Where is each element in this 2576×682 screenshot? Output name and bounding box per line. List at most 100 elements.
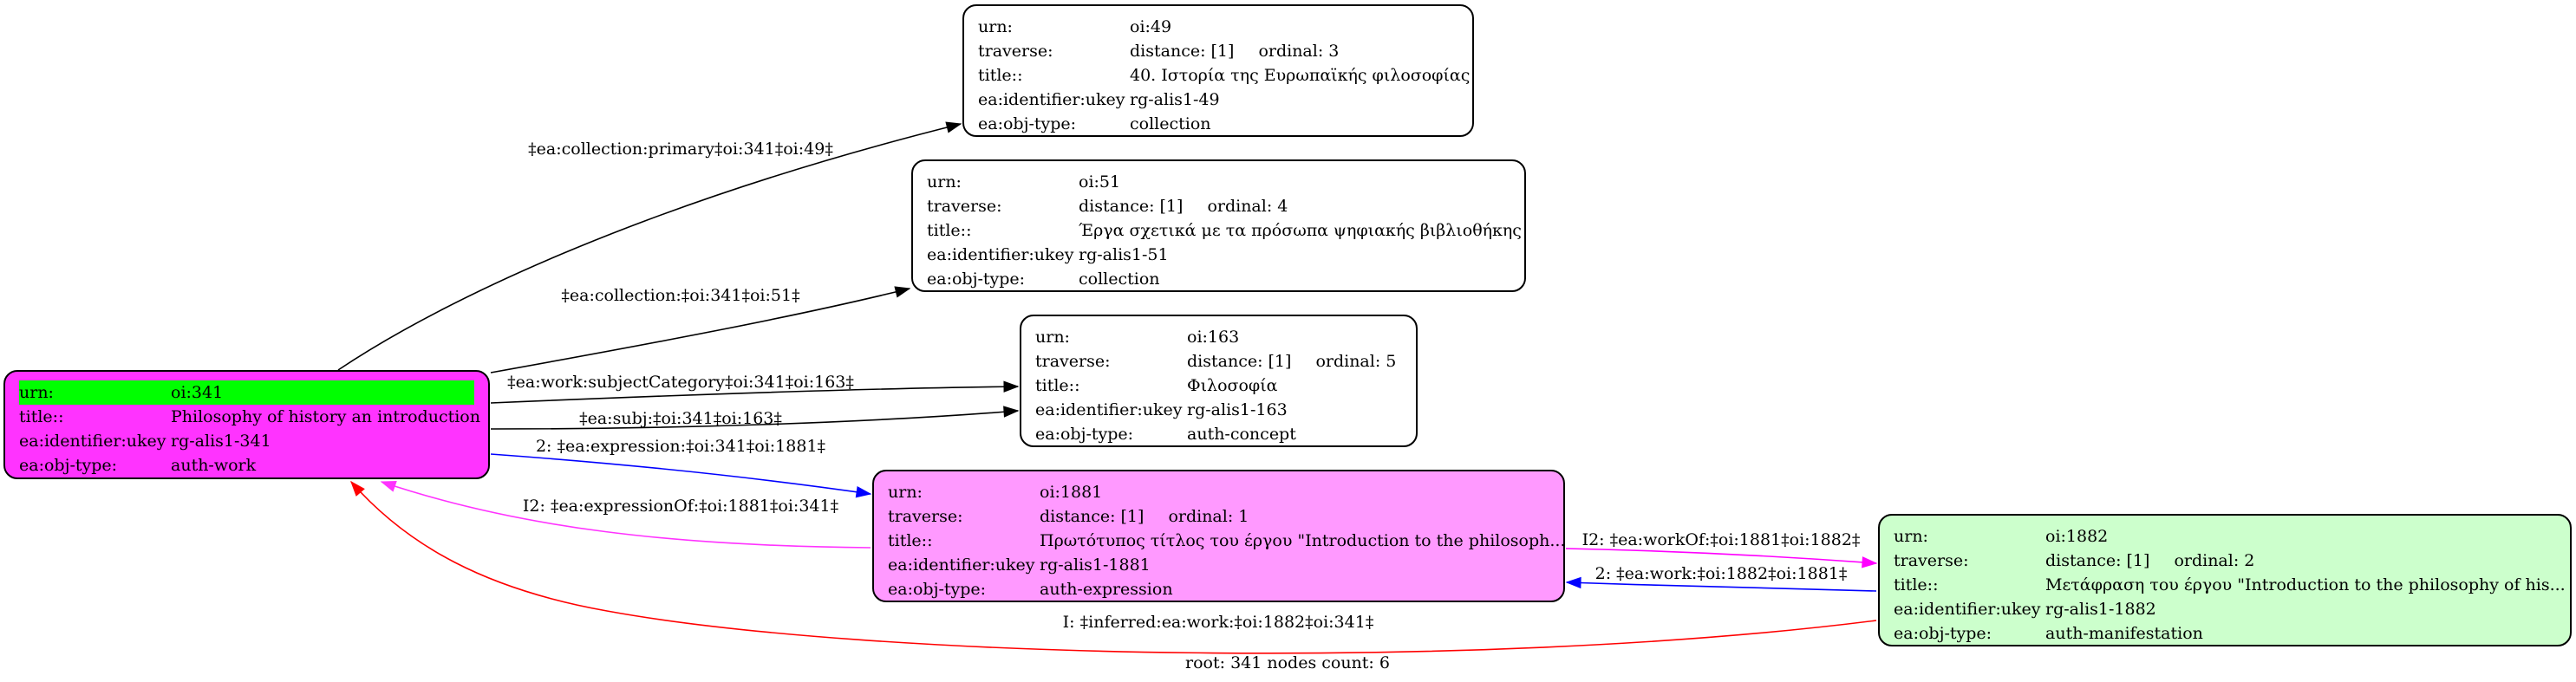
value-objtype: auth-concept [1187, 425, 1296, 444]
value-urn: oi:1882 [2045, 527, 2109, 546]
node-row-traverse: traverse: distance: [1]ordinal: 3 [978, 39, 1458, 63]
key-ukey: ea:identifier:ukey [978, 90, 1125, 109]
arrowhead-e49 [945, 121, 962, 133]
node-oi-1881[interactable]: urn: oi:1881 traverse: distance: [1] ordi… [872, 470, 1566, 602]
node-row-urn: urn: oi:1882 [1894, 524, 2556, 549]
value-title: Μετάφραση του έργου "Introduction to the… [2045, 575, 2566, 594]
edge-e163b [490, 410, 1019, 430]
key-title: title:: [978, 66, 1023, 85]
value-traverse: distance: [1]ordinal: 3 [1130, 39, 1458, 63]
node-row-ukey: ea:identifier:ukey rg-alis1-51 [927, 243, 1510, 267]
value-ordinal: ordinal: 4 [1207, 197, 1288, 216]
value-distance: distance: [1] [1130, 42, 1235, 61]
key-urn: urn: [978, 17, 1013, 36]
graph-footer: root: 341 nodes count: 6 [1185, 653, 1390, 672]
key-objtype: ea:obj-type: [927, 270, 1026, 289]
value-urn: oi:1881 [1040, 483, 1103, 502]
key-traverse: traverse: [1894, 551, 1969, 570]
arrowhead-eWorkOf [1862, 556, 1878, 568]
node-row-urn: urn: oi:51 [927, 170, 1510, 194]
value-objtype: collection [1130, 114, 1211, 133]
key-title: title:: [1894, 575, 1939, 594]
value-title: Philosophy of history an introduction [171, 407, 480, 426]
value-traverse: distance: [1] ordinal: 2 [2045, 549, 2556, 573]
node-row-traverse: traverse: distance: [1]ordinal: 4 [927, 194, 1510, 218]
node-row-objtype: ea:obj-type: auth-manifestation [1894, 621, 2556, 646]
value-title: Φιλοσοφία [1187, 376, 1278, 395]
key-urn: urn: [888, 483, 923, 502]
node-row-objtype: ea:obj-type: collection [927, 267, 1510, 291]
value-distance: distance: [1] [1187, 352, 1292, 371]
key-traverse: traverse: [978, 42, 1053, 61]
key-objtype: ea:obj-type: [1894, 624, 1992, 643]
value-distance: distance: [1] [2045, 551, 2150, 570]
edge-label-subject-category: ‡ea:work:subjectCategory‡oi:341‡oi:163‡ [507, 373, 854, 392]
arrowhead-eWork [1565, 576, 1581, 589]
node-row-objtype: ea:obj-type: auth-concept [1035, 422, 1402, 446]
value-distance: distance: [1] [1079, 197, 1184, 216]
node-oi-51[interactable]: urn: oi:51 traverse: distance: [1]ordina… [911, 159, 1526, 292]
edge-eInferred [350, 481, 1877, 654]
node-row-title: title:: Φιλοσοφία [1035, 373, 1402, 398]
key-ukey: ea:identifier:ukey [888, 555, 1035, 575]
key-urn: urn: [19, 380, 171, 405]
key-traverse: traverse: [1035, 352, 1111, 371]
edge-label-work: 2: ‡ea:work:‡oi:1882‡oi:1881‡ [1595, 564, 1848, 583]
value-ukey: rg-alis1-163 [1187, 400, 1288, 419]
node-row-title: title:: 40. Ιστορία της Ευρωπαϊκής φιλοσ… [978, 63, 1470, 88]
edge-label-collection-primary: ‡ea:collection:primary‡oi:341‡oi:49‡ [528, 140, 833, 159]
node-row-ukey: ea:identifier:ukey rg-alis1-163 [1035, 398, 1402, 422]
node-row-ukey: ea:identifier:ukey rg-alis1-1881 [888, 553, 1549, 577]
arrowhead-eInferred [350, 480, 365, 497]
value-ukey: rg-alis1-49 [1130, 90, 1220, 109]
value-ordinal: ordinal: 1 [1168, 507, 1249, 526]
arrowhead-e51 [894, 286, 911, 298]
node-row-ukey: ea:identifier:ukey rg-alis1-1882 [1894, 597, 2556, 621]
edge-eExprOf [381, 481, 871, 549]
value-urn: oi:341 [171, 380, 474, 405]
value-ordinal: ordinal: 2 [2174, 551, 2255, 570]
edge-e49 [337, 123, 962, 371]
node-oi-1882[interactable]: urn: oi:1882 traverse: distance: [1] ordi… [1878, 514, 2572, 646]
edge-label-work-of: I2: ‡ea:workOf:‡oi:1881‡oi:1882‡ [1581, 530, 1861, 549]
value-distance: distance: [1] [1040, 507, 1145, 526]
node-row-traverse: traverse: distance: [1] ordinal: 2 [1894, 549, 2556, 573]
value-urn: oi:49 [1130, 17, 1172, 36]
value-title: Έργα σχετικά με τα πρόσωπα ψηφιακής βιβλ… [1079, 221, 1522, 240]
node-oi-341[interactable]: urn: oi:341 title:: Philosophy of histor… [3, 370, 490, 479]
value-objtype: auth-manifestation [2045, 624, 2203, 643]
node-row-ukey: ea:identifier:ukey rg-alis1-341 [19, 429, 474, 453]
value-objtype: auth-work [171, 456, 257, 475]
node-row-urn: urn: oi:163 [1035, 325, 1402, 349]
edge-label-expression: 2: ‡ea:expression:‡oi:341‡oi:1881‡ [535, 437, 826, 456]
value-ukey: rg-alis1-51 [1079, 245, 1169, 264]
edge-e51 [490, 288, 910, 373]
node-row-urn: urn: oi:1881 [888, 480, 1549, 504]
key-traverse: traverse: [888, 507, 963, 526]
key-objtype: ea:obj-type: [888, 580, 987, 599]
key-title: title:: [888, 531, 933, 550]
node-row-title: title:: Philosophy of history an introdu… [19, 405, 480, 429]
edge-eWork [1566, 581, 1877, 592]
edge-label-expression-of: I2: ‡ea:expressionOf:‡oi:1881‡oi:341‡ [522, 497, 839, 516]
key-title: title:: [19, 407, 64, 426]
value-title: Πρωτότυπος τίτλος του έργου "Introductio… [1040, 531, 1566, 550]
node-row-traverse: traverse: distance: [1] ordinal: 1 [888, 504, 1549, 529]
edge-e163a [490, 386, 1019, 404]
node-row-objtype: ea:obj-type: collection [978, 112, 1458, 136]
value-urn: oi:163 [1187, 328, 1240, 347]
edge-eWorkOf [1565, 548, 1877, 564]
key-objtype: ea:obj-type: [978, 114, 1077, 133]
arrowhead-e1881 [855, 486, 872, 498]
node-oi-163[interactable]: urn: oi:163 traverse: distance: [1]ordin… [1020, 315, 1418, 447]
node-oi-49[interactable]: urn: oi:49 traverse: distance: [1]ordina… [962, 4, 1474, 137]
node-row-traverse: traverse: distance: [1]ordinal: 5 [1035, 349, 1402, 373]
node-row-ukey: ea:identifier:ukey rg-alis1-49 [978, 88, 1458, 112]
key-urn: urn: [927, 172, 962, 192]
node-row-objtype: ea:obj-type: auth-expression [888, 577, 1549, 601]
key-ukey: ea:identifier:ukey [1035, 400, 1183, 419]
key-title: title:: [927, 221, 972, 240]
value-title: 40. Ιστορία της Ευρωπαϊκής φιλοσοφίας [1130, 66, 1471, 85]
value-ukey: rg-alis1-341 [171, 432, 271, 451]
